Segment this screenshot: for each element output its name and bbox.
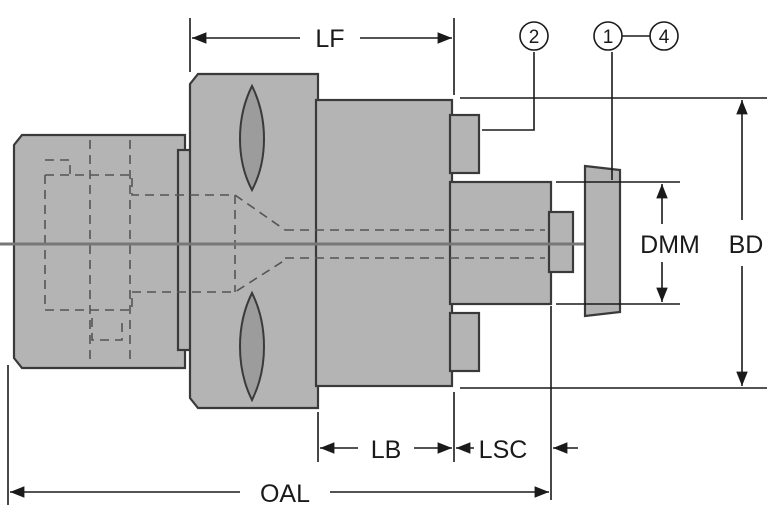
lb-label: LB	[371, 436, 402, 464]
dmm-label: DMM	[640, 231, 700, 259]
lf-label: LF	[315, 25, 344, 53]
drive-key-bottom	[448, 311, 481, 373]
callout-2-leader	[482, 52, 535, 131]
lower-slot	[239, 290, 265, 403]
callout-2-circle	[519, 21, 549, 51]
dimension-lines	[7, 18, 767, 505]
callout-4-text: 4	[659, 27, 670, 48]
holder-body	[12, 72, 622, 410]
retention-nut	[583, 164, 622, 318]
rear-shank	[12, 133, 187, 370]
oal-label: OAL	[260, 480, 310, 508]
callout-1-text: 1	[603, 27, 614, 48]
callout-2-text: 2	[529, 27, 540, 48]
drive-key-top	[448, 113, 481, 175]
bd-label: BD	[729, 231, 764, 259]
callout-markers	[519, 21, 679, 51]
flange	[188, 72, 320, 410]
stem	[547, 210, 575, 274]
flange-slots	[239, 83, 265, 403]
lsc-label: LSC	[479, 436, 528, 464]
upper-slot	[239, 83, 265, 193]
